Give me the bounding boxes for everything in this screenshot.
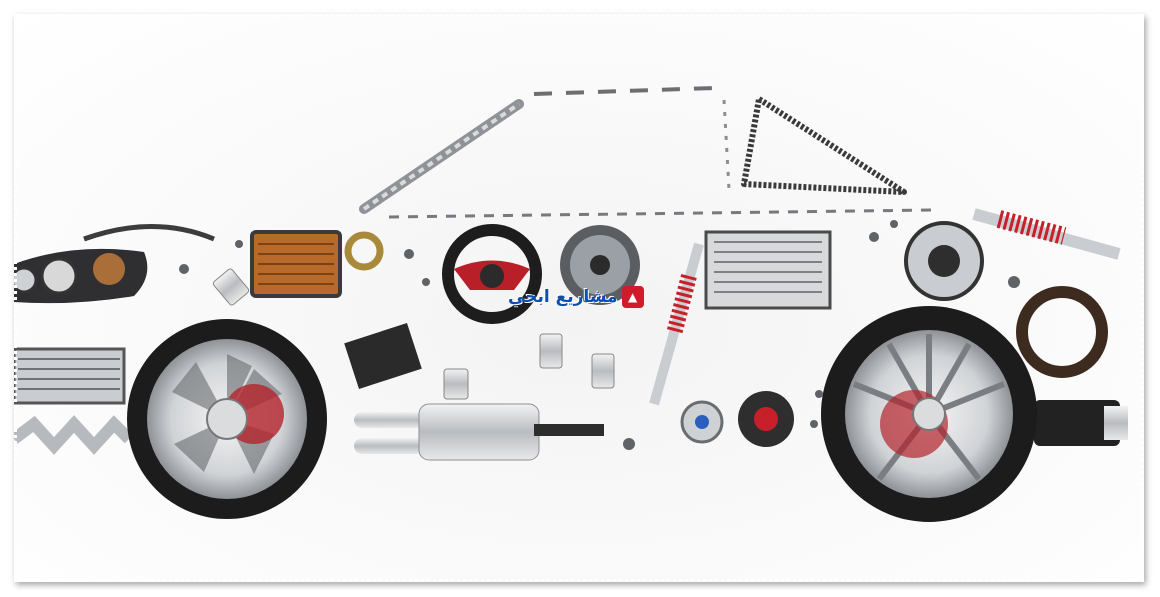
turbocharger [738,391,794,447]
rear-wheel [821,306,1037,522]
alternator [904,221,984,301]
shop-icon: ▲ [621,286,644,308]
timing-belt [741,96,907,195]
starter-motor [1034,400,1128,446]
bearing-ring [344,231,384,271]
flywheel [1016,286,1108,378]
clutch-plate [560,225,640,305]
beltline-bolts [388,208,935,219]
watermark: مشاريع ابحي ▲ [508,286,644,308]
exhaust-muffler [354,403,604,461]
shock-absorber-rear [972,208,1121,260]
photo-frame: مشاريع ابحي ▲ [14,14,1144,582]
battery [344,322,422,390]
camshaft-roofline [359,86,731,214]
pistons [212,268,615,400]
steering-wheel [442,224,542,324]
radiator [704,230,832,310]
scattered-bolts [179,220,1020,450]
shock-absorber-center [649,242,704,406]
wiper-arm [83,224,215,242]
intercooler [14,347,126,405]
front-wheel [127,319,327,519]
car-parts-illustration [14,86,1128,522]
headlight [14,248,148,304]
watermark-text: مشاريع ابحي [508,287,618,307]
crankshaft [14,415,134,455]
